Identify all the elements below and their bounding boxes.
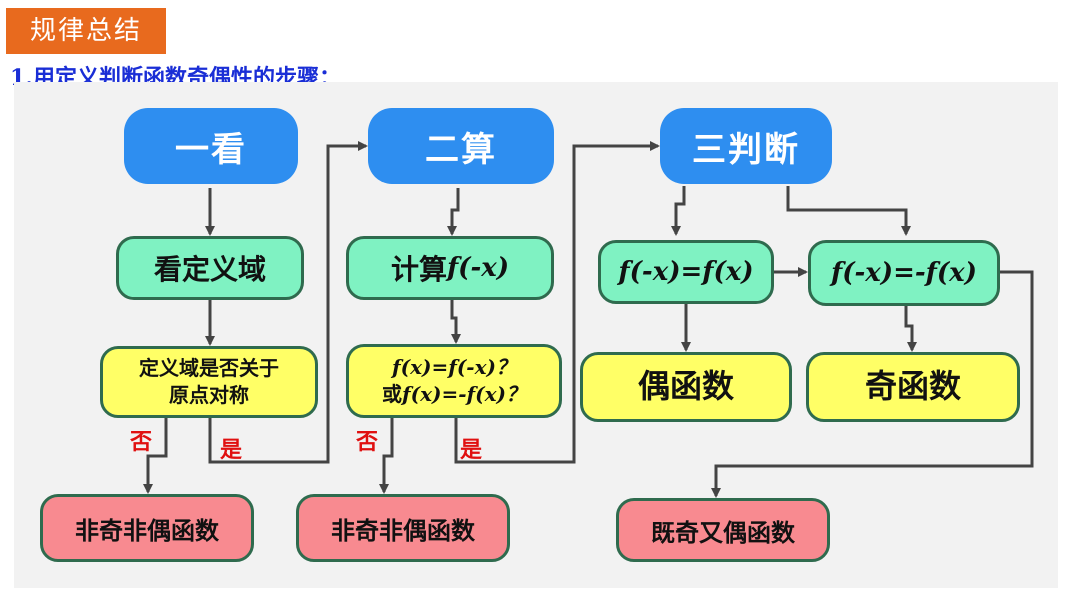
- arrow-to-both: [711, 270, 1034, 498]
- arrow-yes-2: [454, 141, 660, 464]
- node-both: 既奇又偶函数: [616, 498, 830, 562]
- node-domain: 看定义域: [116, 236, 304, 300]
- arrow-judge-to-even-cond: [671, 186, 686, 236]
- step-calc: 二算: [368, 108, 554, 184]
- arrow-yes-1: [208, 141, 368, 464]
- label-yes-1: 是: [220, 438, 243, 463]
- arrow-calc-to-compute: [447, 188, 460, 236]
- domain-question-line2: 原点对称: [169, 383, 249, 407]
- compare-line1: f(x)=f(-x)？: [392, 355, 516, 379]
- node-even: 偶函数: [580, 352, 792, 422]
- odd-condition-text: f(-x)=-f(x): [831, 258, 977, 288]
- node-domain-question: 定义域是否关于 原点对称: [100, 346, 318, 418]
- step-look: 一看: [124, 108, 298, 184]
- arrow-compute-to-compare: [450, 300, 461, 344]
- label-yes-2: 是: [460, 438, 483, 463]
- compute-prefix: 计算: [390, 253, 447, 286]
- even-condition-text: f(-x)=f(x): [618, 257, 754, 287]
- domain-question-line1: 定义域是否关于: [139, 356, 279, 380]
- arrow-no-1: [143, 418, 168, 494]
- arrow-judge-to-odd-cond: [786, 186, 911, 236]
- label-no-1: 否: [130, 430, 153, 455]
- step-judge: 三判断: [660, 108, 832, 184]
- node-even-condition: f(-x)=f(x): [598, 240, 774, 304]
- label-no-2: 否: [356, 430, 379, 455]
- compare-line2-expr: f(x)=-f(x)？: [402, 382, 526, 406]
- node-neither-2: 非奇非偶函数: [296, 494, 510, 562]
- node-neither-1: 非奇非偶函数: [40, 494, 254, 562]
- section-banner: 规律总结: [6, 8, 166, 54]
- node-compare: f(x)=f(-x)？ 或f(x)=-f(x)？: [346, 344, 562, 418]
- compute-expr: f(-x): [446, 253, 510, 283]
- compare-line2-prefix: 或: [382, 382, 403, 406]
- arrow-no-2: [379, 418, 394, 494]
- node-odd-condition: f(-x)=-f(x): [808, 240, 1000, 306]
- node-odd: 奇函数: [806, 352, 1020, 422]
- arrow-to-odd: [904, 306, 917, 352]
